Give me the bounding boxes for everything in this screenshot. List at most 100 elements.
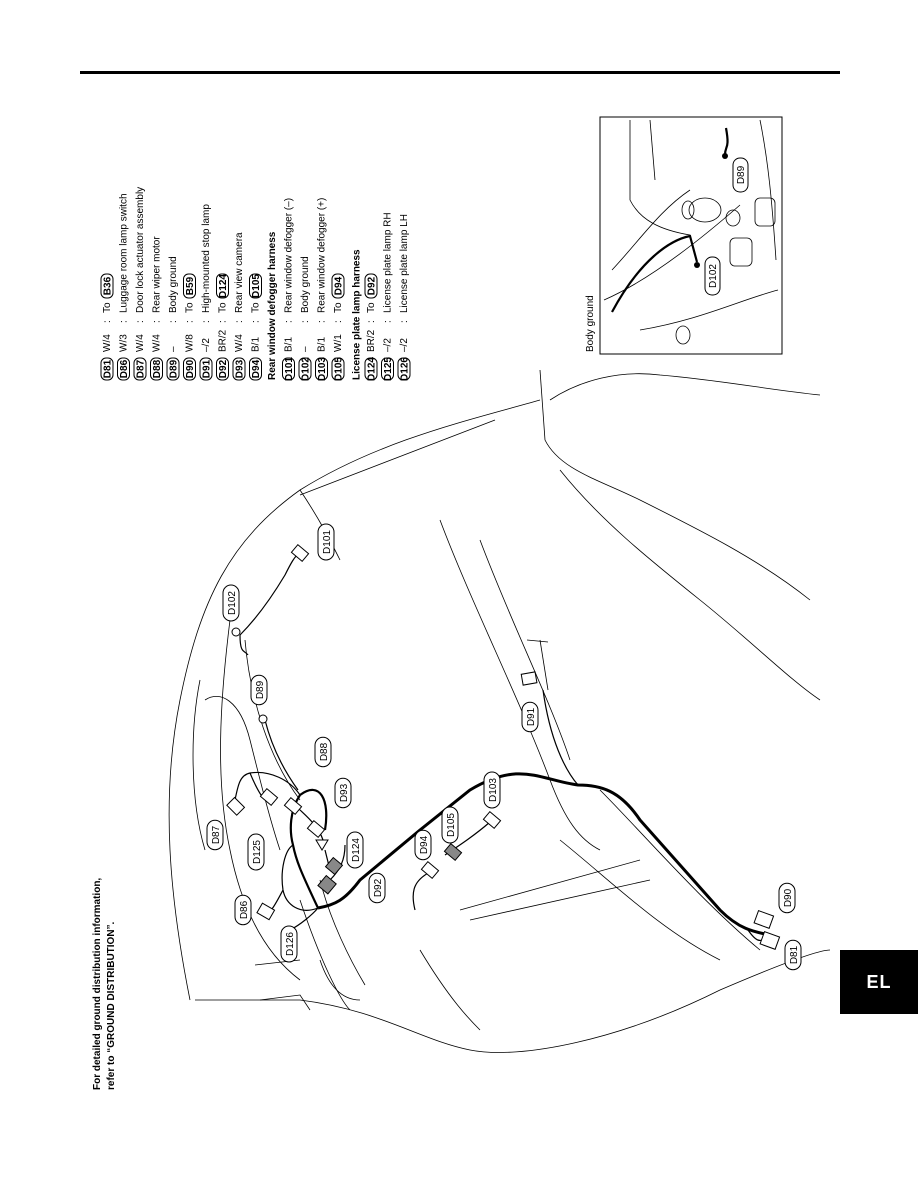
defogger-row-desc-1: Body ground (300, 256, 311, 313)
license-row-ref-0: D92 (364, 273, 378, 299)
defogger-row-sep-3: : (333, 320, 344, 323)
callout-d102: D102 (222, 584, 240, 622)
callout-d88: D88 (314, 736, 332, 768)
legend-row-sep-4: : (168, 320, 179, 323)
legend-row-ref-9-label: D105 (251, 274, 262, 298)
legend-row-code-3-label: D88 (152, 359, 163, 378)
callout-d125-label: D125 (252, 840, 263, 864)
legend-row-desc-0: To (102, 302, 113, 313)
defogger-row-color-2: B/1 (317, 337, 328, 352)
callout-d90: D90 (778, 882, 796, 914)
defogger-row-code-3: D105 (331, 357, 345, 381)
callout-d94: D94 (414, 829, 432, 861)
legend-row-color-2: W/4 (135, 334, 146, 352)
defogger-row-ref-3-label: D94 (334, 276, 345, 295)
legend-row-code-2: D87 (133, 357, 147, 381)
defogger-row-desc-2: Rear window defogger (+) (317, 198, 328, 313)
inset-callout-d89-label: D89 (736, 165, 747, 184)
legend-row-ref-9: D105 (249, 273, 262, 299)
callout-d93-label: D93 (339, 783, 350, 802)
inset-callout-d89: D89 (732, 157, 749, 193)
legend-row-code-6: D91 (199, 357, 213, 381)
callout-d102-label: D102 (227, 591, 238, 615)
license-row-code-0: D124 (364, 357, 378, 381)
callout-d87: D87 (206, 819, 224, 851)
legend-row-sep-8: : (234, 320, 245, 323)
defogger-row-desc-3: To (333, 302, 344, 313)
callout-d105: D105 (441, 806, 459, 844)
ground-note-line2: refer to “GROUND DISTRIBUTION”. (106, 921, 117, 1090)
legend-row-code-3: D88 (150, 357, 163, 381)
callout-d87-label: D87 (211, 825, 222, 844)
legend-row-code-9: D94 (249, 357, 262, 381)
legend-row-sep-2: : (135, 320, 146, 323)
legend-row-code-9-label: D94 (251, 359, 262, 378)
license-row-color-0: BR/2 (366, 329, 377, 352)
defogger-row-code-0: D101 (282, 357, 295, 381)
license-row-code-2: D126 (397, 357, 411, 381)
legend-row-code-8: D93 (232, 357, 246, 381)
defogger-row-color-0: B/1 (284, 337, 295, 352)
callout-d88-label: D88 (319, 742, 330, 761)
legend-row-desc-8: Rear view camera (234, 232, 245, 313)
legend-row-sep-3: : (152, 320, 163, 323)
defogger-row-code-2-label: D103 (317, 357, 328, 381)
legend-row-color-9: B/1 (251, 337, 262, 352)
legend-row-code-7: D92 (216, 357, 229, 381)
callout-d86: D86 (234, 894, 252, 926)
legend-row-ref-7: D124 (216, 273, 229, 299)
legend-row-desc-5: To (185, 302, 196, 313)
legend-row-color-3: W/4 (152, 334, 163, 352)
legend-row-sep-0: : (102, 320, 113, 323)
legend-row-code-7-label: D92 (218, 359, 229, 378)
callout-d126: D126 (280, 925, 298, 963)
legend-row-sep-5: : (185, 320, 196, 323)
license-row-color-1: –/2 (383, 338, 394, 352)
legend-row-ref-7-label: D124 (218, 274, 229, 298)
legend-row-ref-0-label: B36 (103, 276, 114, 295)
defogger-row-sep-0: : (284, 320, 295, 323)
main-harness (234, 552, 771, 942)
inset-callout-d102: D102 (704, 256, 721, 296)
legend-row-desc-7: To (218, 302, 229, 313)
defogger-row-color-3: W/1 (333, 334, 344, 352)
ground-note-line1: For detailed ground distribution informa… (92, 878, 103, 1090)
callout-d101-label: D101 (322, 530, 333, 554)
license-row-code-1: D125 (381, 357, 394, 381)
legend-row-code-8-label: D93 (235, 359, 246, 378)
legend-row-color-4: – (168, 346, 179, 352)
legend-row-code-0: D81 (100, 357, 114, 381)
callout-d90-label: D90 (783, 888, 794, 907)
legend-row-color-5: W/8 (185, 334, 196, 352)
legend-row-desc-3: Rear wiper motor (152, 236, 163, 313)
legend-row-color-8: W/4 (234, 334, 245, 352)
connectors (226, 543, 781, 950)
license-row-desc-1: License plate lamp RH (383, 212, 394, 313)
callout-d94-label: D94 (419, 835, 430, 854)
ground-note: For detailed ground distribution informa… (92, 878, 117, 1090)
inset-caption: Body ground (585, 295, 596, 352)
top-rule (80, 71, 840, 74)
legend-row-code-4: D89 (166, 357, 180, 381)
callout-d124: D124 (346, 831, 364, 869)
legend-row-sep-1: : (119, 320, 130, 323)
callout-d92-label: D92 (373, 878, 384, 897)
legend-row-desc-4: Body ground (168, 256, 179, 313)
defogger-row-code-2: D103 (315, 357, 328, 381)
legend-row-code-1: D86 (117, 357, 130, 381)
defogger-row-sep-1: : (300, 320, 311, 323)
callout-d101: D101 (317, 523, 335, 561)
legend-row-color-6: –/2 (201, 338, 212, 352)
callout-d89-label: D89 (255, 680, 266, 699)
legend-row-sep-9: : (251, 320, 262, 323)
callout-d91-label: D91 (526, 707, 537, 726)
license-row-sep-2: : (399, 320, 410, 323)
callout-d86-label: D86 (239, 900, 250, 919)
inset-callout-d102-label: D102 (708, 264, 719, 288)
legend-row-color-7: BR/2 (218, 329, 229, 352)
legend-row-sep-7: : (218, 320, 229, 323)
callout-d105-label: D105 (446, 813, 457, 837)
callout-d81-label: D81 (789, 945, 800, 964)
